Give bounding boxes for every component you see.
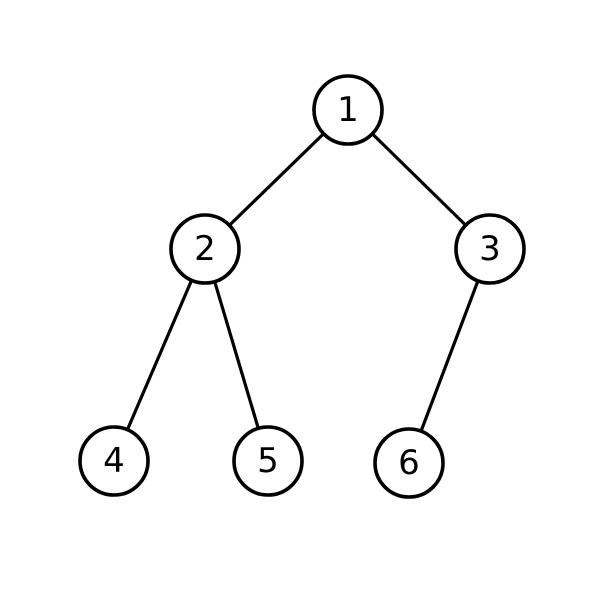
node-label: 2 [194, 229, 216, 269]
node-circle [78, 425, 150, 497]
tree-node-4: 4 [78, 425, 150, 497]
edge-n2-n5 [203, 247, 270, 463]
node-circle [373, 427, 445, 499]
node-label: 6 [398, 443, 420, 483]
node-circle [312, 74, 384, 146]
node-label: 5 [257, 441, 279, 481]
tree-node-3: 3 [454, 213, 526, 285]
node-label: 1 [337, 90, 359, 130]
tree-node-6: 6 [373, 427, 445, 499]
node-label: 3 [479, 229, 501, 269]
node-circle [232, 425, 304, 497]
edge-n2-n4 [112, 247, 207, 463]
node-circle [454, 213, 526, 285]
tree-node-2: 2 [169, 213, 241, 285]
nodes-layer: 1 2 3 4 5 6 [78, 74, 526, 499]
tree-node-5: 5 [232, 425, 304, 497]
edges-layer [112, 108, 492, 465]
tree-node-1: 1 [312, 74, 384, 146]
node-circle [169, 213, 241, 285]
edge-n3-n6 [407, 247, 492, 465]
node-label: 4 [103, 441, 125, 481]
